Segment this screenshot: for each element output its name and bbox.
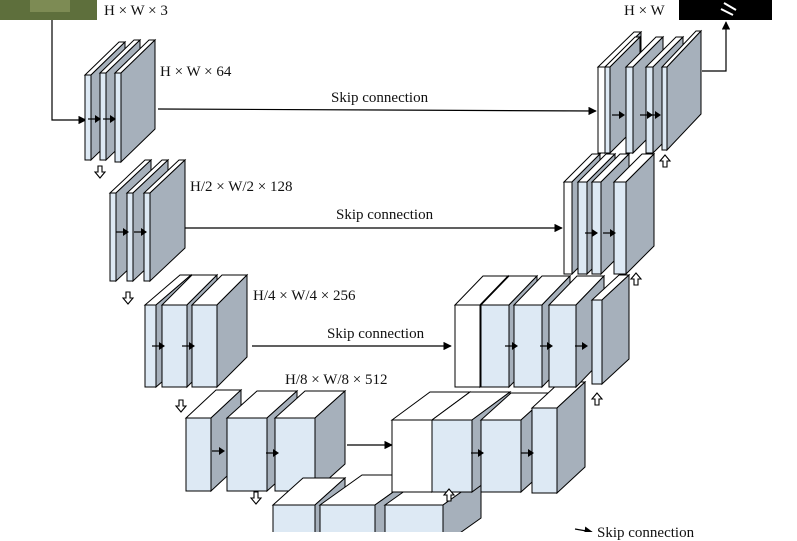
block-front-face [431, 419, 473, 493]
hollow-down-arrow-icon [174, 399, 188, 413]
block-front-face [272, 504, 316, 532]
block-front-face [480, 304, 510, 388]
conv-arrow-icon [110, 115, 116, 123]
hollow-down-arrow-icon [249, 491, 263, 505]
block-front-face [613, 181, 627, 275]
legend-skip-label: Skip connection [597, 525, 695, 541]
output-size-label: H × W [624, 3, 665, 19]
conv-arrow-icon [610, 229, 616, 237]
block-front-face [591, 299, 603, 385]
block-front-face [143, 192, 151, 282]
block-front-face [319, 504, 376, 532]
block-front-face [114, 72, 122, 163]
block-front-face [604, 66, 611, 154]
hollow-up-arrow-icon [658, 154, 672, 168]
skip-connection-label-3: Skip connection [327, 326, 425, 342]
feature-block [273, 389, 347, 493]
conv-arrow-icon [582, 342, 588, 350]
block-front-face [226, 417, 268, 492]
input-connector [51, 20, 87, 125]
skip-connection-label-2: Skip connection [336, 207, 434, 223]
conv-arrow-icon [592, 229, 598, 237]
conv-arrows [88, 111, 661, 457]
conv-arrow-icon [219, 447, 225, 455]
block-front-face [384, 504, 444, 532]
block-front-face [625, 66, 634, 154]
hollow-up-arrow-icon [590, 392, 604, 406]
feature-block [590, 273, 631, 386]
feature-block [142, 158, 187, 283]
block-front-face [548, 304, 577, 388]
hollow-down-arrow-icon [121, 291, 135, 305]
block-front-face [99, 72, 107, 161]
block-front-face [531, 407, 558, 494]
conv-arrow-icon [189, 342, 195, 350]
block-front-face [391, 419, 433, 493]
level4-size-label: H/8 × W/8 × 512 [285, 372, 388, 388]
connectors [51, 20, 731, 532]
input-size-label: H × W × 3 [104, 3, 168, 19]
level2-size-label: H/2 × W/2 × 128 [190, 179, 293, 195]
skip-connection-label-1: Skip connection [331, 90, 429, 106]
feature-block [113, 38, 157, 164]
sampling-arrows [93, 154, 672, 505]
output-connector [702, 21, 731, 72]
conv-arrow-icon [123, 228, 129, 236]
conv-arrow-icon [95, 115, 101, 123]
block-front-face [109, 192, 117, 282]
input-image-highlight [30, 0, 70, 12]
level1-size-label: H × W × 64 [160, 64, 232, 80]
feature-block [660, 29, 703, 152]
feature-blocks [83, 29, 703, 532]
output-mask-stroke [720, 2, 737, 16]
feature-block [612, 152, 656, 276]
conv-arrow-icon [478, 449, 484, 457]
block-front-face [661, 66, 668, 151]
conv-arrow-icon [512, 342, 518, 350]
hollow-up-arrow-icon [442, 488, 456, 502]
block-front-face [185, 417, 212, 492]
block-front-face [563, 181, 573, 275]
conv-arrow-icon [655, 111, 661, 119]
output-mask-image [679, 0, 772, 20]
block-front-face [597, 66, 606, 154]
conv-arrow-icon [619, 111, 625, 119]
block-front-face [191, 304, 218, 388]
conv-arrow-icon [547, 342, 553, 350]
block-front-face [84, 74, 92, 161]
block-front-face [126, 192, 134, 282]
conv-arrow-icon [141, 228, 147, 236]
block-front-face [645, 66, 654, 154]
feature-block [190, 273, 249, 389]
skip-arrow-1 [157, 106, 597, 116]
hollow-up-arrow-icon [629, 272, 643, 286]
feature-block [530, 380, 587, 495]
level3-size-label: H/4 × W/4 × 256 [253, 288, 356, 304]
block-front-face [577, 181, 588, 275]
conv-arrow-icon [273, 449, 279, 457]
block-front-face [480, 419, 522, 493]
block-front-face [513, 304, 543, 388]
block-front-face [591, 181, 602, 275]
conv-arrow-icon [159, 342, 165, 350]
conv-arrow-icon [528, 449, 534, 457]
hollow-down-arrow-icon [93, 165, 107, 179]
block-front-face [454, 304, 481, 388]
